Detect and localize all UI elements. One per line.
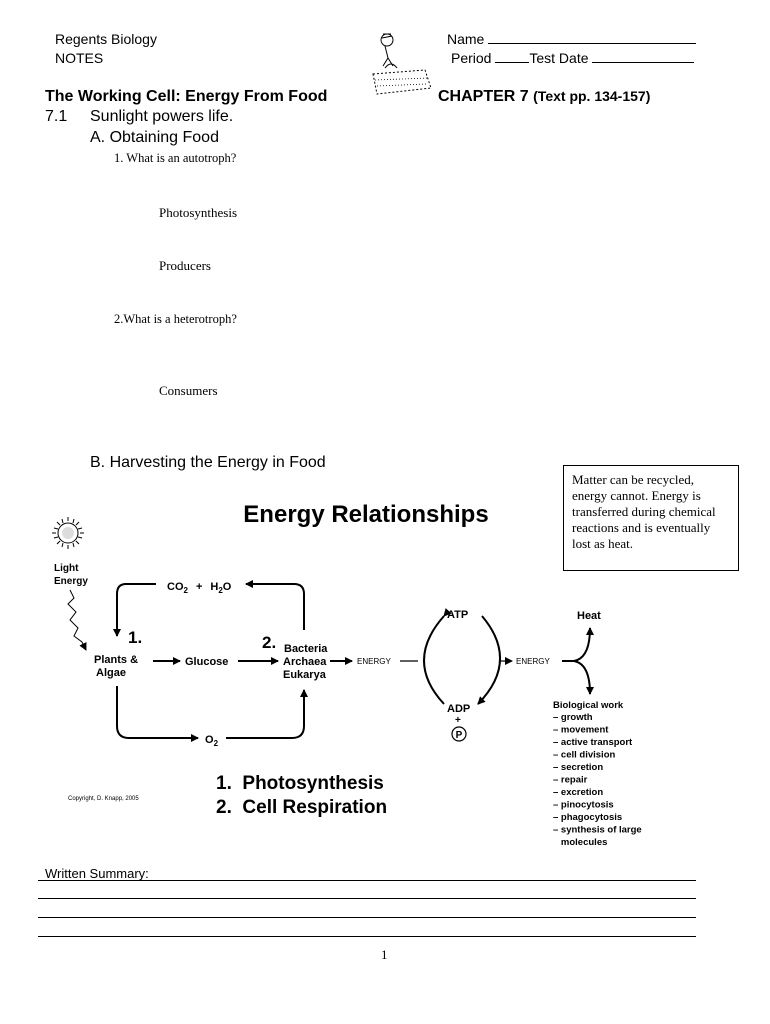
bio-work-item: – pinocytosis	[553, 800, 614, 811]
bio-work-item: – growth	[553, 712, 593, 723]
energy-out-label: ENERGY	[516, 657, 550, 666]
summary-line[interactable]	[38, 936, 696, 937]
bio-work-item: molecules	[553, 837, 607, 848]
o2-label: O2	[205, 734, 219, 748]
test-date-blank	[592, 51, 695, 63]
period-label: Period	[451, 50, 492, 66]
bio-work-item: – cell division	[553, 750, 615, 761]
energy-in-label: ENERGY	[357, 657, 391, 666]
chapter-label: CHAPTER 7	[438, 88, 529, 105]
name-blank	[488, 32, 697, 44]
phosphate-label: P	[456, 730, 463, 741]
sun-icon	[52, 517, 84, 549]
legend-cell-respiration: 2. Cell Respiration	[216, 797, 387, 818]
page-title: The Working Cell: Energy From Food	[45, 88, 328, 105]
bacteria-label: Bacteria	[284, 643, 328, 655]
step2-label: 2.	[262, 633, 276, 652]
course-name: Regents Biology	[55, 31, 157, 47]
period-field: Period Test Date	[451, 50, 695, 67]
subsection-b-heading: B. Harvesting the Energy in Food	[90, 454, 326, 471]
name-label: Name	[447, 31, 485, 47]
matter-energy-note: Matter can be recycled, energy cannot. E…	[563, 465, 739, 571]
bio-work-item: – active transport	[553, 737, 633, 748]
copyright-note: Copyright, D. Knapp, 2005	[68, 796, 139, 802]
summary-line[interactable]	[38, 917, 696, 918]
atp-label: ATP	[447, 609, 468, 621]
chapter-title: CHAPTER 7 (Text pp. 134-157)	[438, 88, 650, 106]
step1-label: 1.	[128, 628, 142, 647]
page-number: 1	[381, 947, 388, 962]
bio-work-item: – phagocytosis	[553, 812, 622, 823]
text-pages: (Text pp. 134-157)	[533, 88, 651, 104]
bio-work-item: – excretion	[553, 787, 603, 798]
bio-work-item: – secretion	[553, 762, 603, 773]
energy-label: Energy	[54, 576, 88, 587]
light-arrow	[67, 589, 87, 651]
notes-label: NOTES	[55, 50, 104, 66]
name-field: Name	[447, 31, 697, 48]
written-summary-label: Written Summary:	[45, 866, 149, 881]
question-heterotroph: 2.What is a heterotroph?	[114, 312, 237, 326]
summary-line[interactable]	[38, 880, 696, 881]
subsection-a-heading: A. Obtaining Food	[90, 129, 219, 146]
bio-work-item: – repair	[553, 775, 588, 786]
section-heading: Sunlight powers life.	[90, 108, 234, 125]
summary-line[interactable]	[38, 898, 696, 899]
term-photosynthesis: Photosynthesis	[159, 205, 238, 220]
bio-work-item: – movement	[553, 725, 609, 736]
heat-label: Heat	[577, 610, 601, 622]
question-autotroph: 1. What is an autotroph?	[114, 151, 237, 165]
section-number: 7.1	[45, 108, 68, 125]
co2-label: CO2+H2O	[167, 581, 232, 595]
archaea-label: Archaea	[283, 656, 327, 668]
scientist-clipart	[372, 33, 432, 95]
period-blank	[495, 51, 530, 63]
algae-label: Algae	[96, 667, 126, 679]
test-date-label: Test Date	[529, 50, 589, 66]
term-producers: Producers	[159, 258, 211, 273]
bio-work-title: Biological work	[553, 700, 624, 711]
phosphate-icon	[451, 726, 467, 742]
bio-work-list: – growth – movement – active transport –…	[553, 712, 642, 848]
adp-plus: +	[455, 715, 461, 726]
energy-relationships-diagram: Energy Relationships Light Energy CO2+H2…	[52, 501, 642, 848]
bio-work-item: – synthesis of large	[553, 825, 642, 836]
diagram-title: Energy Relationships	[243, 501, 488, 528]
legend-photosynthesis: 1. Photosynthesis	[216, 773, 384, 794]
adp-label: ADP	[447, 703, 470, 715]
plants-label: Plants &	[94, 654, 138, 666]
term-consumers: Consumers	[159, 383, 218, 398]
light-label: Light	[54, 563, 79, 574]
glucose-label: Glucose	[185, 656, 228, 668]
eukarya-label: Eukarya	[283, 669, 327, 681]
